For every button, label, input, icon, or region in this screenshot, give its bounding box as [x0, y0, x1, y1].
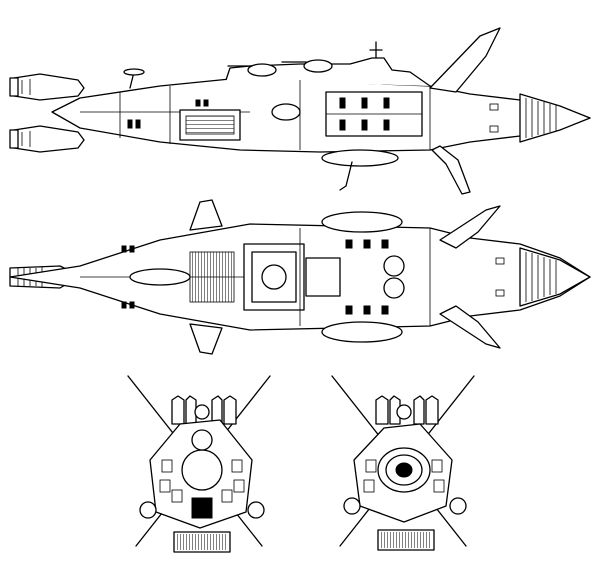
front-view: [127, 375, 271, 553]
top-view: [9, 199, 591, 355]
front-bow-face: [181, 449, 223, 491]
top-port-wing: [189, 199, 223, 231]
side-bow: [519, 93, 591, 143]
front-pod-left: [139, 501, 157, 519]
side-ventral-fin: [431, 145, 471, 195]
top-starboard-wing: [189, 323, 223, 355]
rear-bridge: [396, 404, 412, 420]
side-hull-panels: [80, 80, 499, 150]
side-turrets: [227, 59, 333, 77]
top-starboard-pod: [321, 321, 403, 343]
side-dorsal-fin: [429, 27, 501, 93]
side-view: [9, 27, 591, 195]
side-bow-ribs: [525, 98, 557, 138]
side-engine-pods: [9, 73, 85, 153]
top-deck-details: [80, 228, 505, 326]
top-bow-fin-starboard: [439, 305, 501, 349]
rear-panels: [363, 459, 445, 493]
top-bow-ribs: [525, 252, 557, 302]
rear-wing-fins: [375, 395, 439, 425]
front-bridge: [194, 404, 210, 420]
rear-pod-right: [449, 497, 467, 515]
rear-pod-left: [343, 497, 361, 515]
rear-view: [331, 375, 475, 551]
side-hull: [51, 77, 591, 153]
top-port-pod: [321, 211, 403, 233]
front-pod-right: [247, 501, 265, 519]
side-superstructure: [225, 57, 431, 87]
top-bow: [519, 247, 591, 307]
top-bow-fin-port: [439, 205, 501, 249]
front-panels: [159, 459, 245, 519]
side-stabilizer-pod: [321, 149, 399, 167]
front-wing-fins: [171, 395, 237, 425]
side-mast: [123, 41, 383, 89]
